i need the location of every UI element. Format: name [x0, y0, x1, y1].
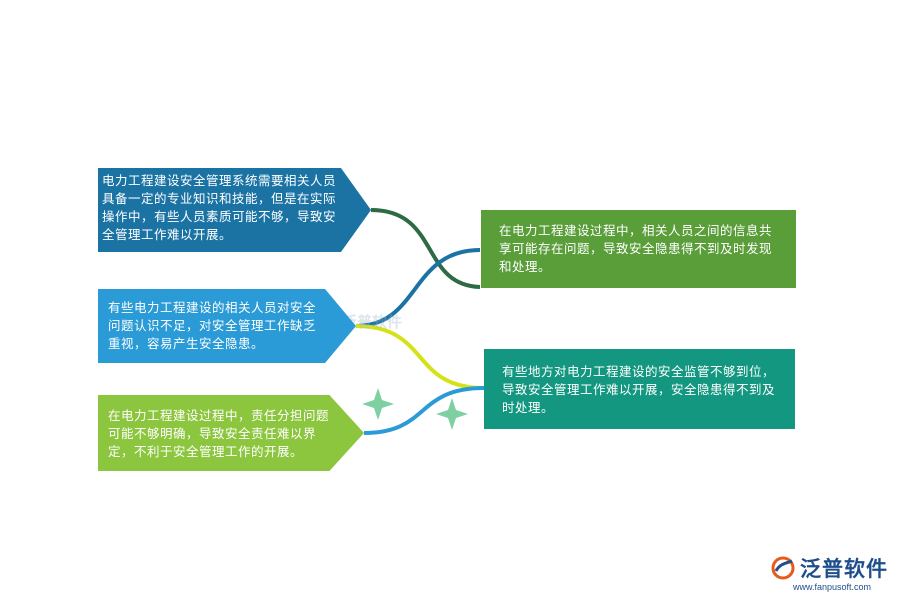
connector-left3-right2: [363, 386, 485, 435]
connector-left2-right2: [355, 324, 485, 390]
connector-left1-right1: [370, 208, 481, 289]
left-item-2: 有些电力工程建设的相关人员对安全问题认识不足，对安全管理工作缺乏重视，容易产生安…: [98, 289, 356, 363]
connector-left2-right1: [355, 248, 481, 328]
left-item-1: 电力工程建设安全管理系统需要相关人员具备一定的专业知识和技能，但是在实际操作中，…: [98, 168, 371, 252]
right-item-2: 有些地方对电力工程建设的安全监管不够到位，导致安全管理工作难以开展，安全隐患得不…: [484, 349, 795, 429]
brand-logo: 泛普软件: [770, 553, 888, 583]
brand-name: 泛普软件: [800, 557, 888, 581]
sparkle-icon: [362, 388, 394, 420]
brand-swirl-icon: [771, 556, 795, 580]
left-item-3: 在电力工程建设过程中，责任分担问题可能不够明确，导致安全责任难以界定，不利于安全…: [98, 395, 364, 471]
right-item-1: 在电力工程建设过程中，相关人员之间的信息共享可能存在问题，导致安全隐患得不到及时…: [481, 210, 796, 288]
brand-url: www.fanpusoft.com: [793, 582, 872, 592]
watermark-text: 泛普软件: [342, 312, 403, 331]
sparkle-icon: [436, 398, 468, 430]
